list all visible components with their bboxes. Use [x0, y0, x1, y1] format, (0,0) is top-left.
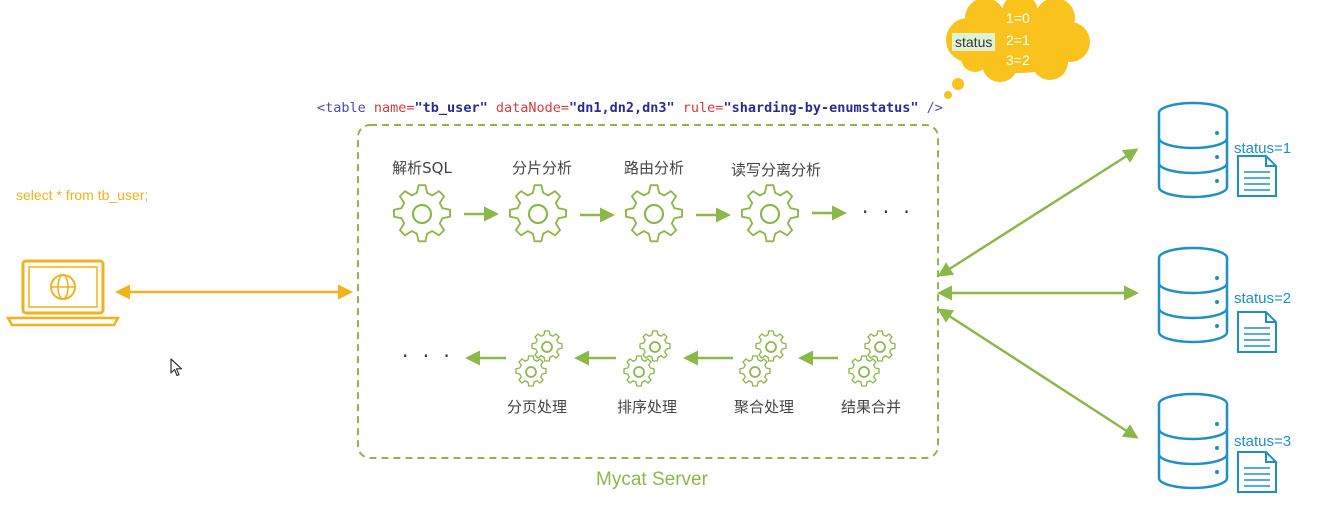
gears-icon	[515, 330, 563, 387]
step-merge-results: 结果合并	[840, 398, 902, 416]
cloud-status-key: status	[952, 33, 996, 51]
step-route-analysis: 路由分析	[623, 159, 685, 177]
step-shard-analysis: 分片分析	[511, 159, 573, 177]
cloud-mapping-3: 3=2	[1006, 52, 1030, 68]
db-label-1: status=1	[1234, 140, 1292, 157]
database-icon	[1157, 392, 1229, 490]
step-pagination: 分页处理	[506, 398, 568, 416]
cloud-mapping-2: 2=1	[1006, 32, 1030, 48]
db-arrow-1	[937, 148, 1139, 277]
document-icon	[1237, 155, 1277, 197]
gear-icon	[740, 184, 800, 243]
mycat-server-box	[357, 124, 939, 459]
gears-icon	[848, 330, 896, 387]
config-close: />	[918, 100, 943, 116]
gear-icon	[508, 184, 568, 243]
step-rw-split-analysis: 读写分离分析	[730, 161, 822, 179]
config-node-value: "dn1,dn2,dn3"	[568, 100, 675, 116]
config-node-attr: dataNode=	[487, 100, 569, 116]
config-open: <table	[317, 100, 374, 116]
top-ellipsis: · · ·	[862, 200, 914, 224]
gear-icon	[624, 184, 684, 243]
config-rule-value: "sharding-by-enumstatus"	[723, 100, 919, 116]
mycat-server-label: Mycat Server	[596, 469, 708, 490]
mouse-cursor-icon	[170, 358, 183, 377]
config-rule-attr: rule=	[674, 100, 724, 116]
cloud-mapping-1: 1=0	[1006, 10, 1030, 26]
db-arrow-3	[937, 308, 1139, 439]
client-sql-text: select * from tb_user;	[16, 187, 149, 203]
db-label-3: status=3	[1234, 433, 1292, 450]
db-label-2: status=2	[1234, 290, 1292, 307]
config-name-value: "tb_user"	[414, 100, 488, 116]
step-aggregation: 聚合处理	[733, 398, 795, 416]
database-icon	[1157, 101, 1229, 199]
thought-cloud	[944, 0, 1090, 99]
config-name-attr: name=	[373, 100, 415, 116]
gears-icon	[739, 330, 787, 387]
gear-icon	[392, 184, 452, 243]
step-sorting: 排序处理	[616, 398, 678, 416]
table-config-line: <table name="tb_user" dataNode="dn1,dn2,…	[317, 100, 943, 116]
database-icon	[1157, 246, 1229, 344]
document-icon	[1237, 311, 1277, 353]
laptop-icon	[5, 259, 121, 327]
gears-icon	[623, 330, 671, 387]
document-icon	[1237, 451, 1277, 493]
bottom-ellipsis: · · ·	[402, 344, 454, 368]
step-parse-sql: 解析SQL	[392, 159, 452, 177]
